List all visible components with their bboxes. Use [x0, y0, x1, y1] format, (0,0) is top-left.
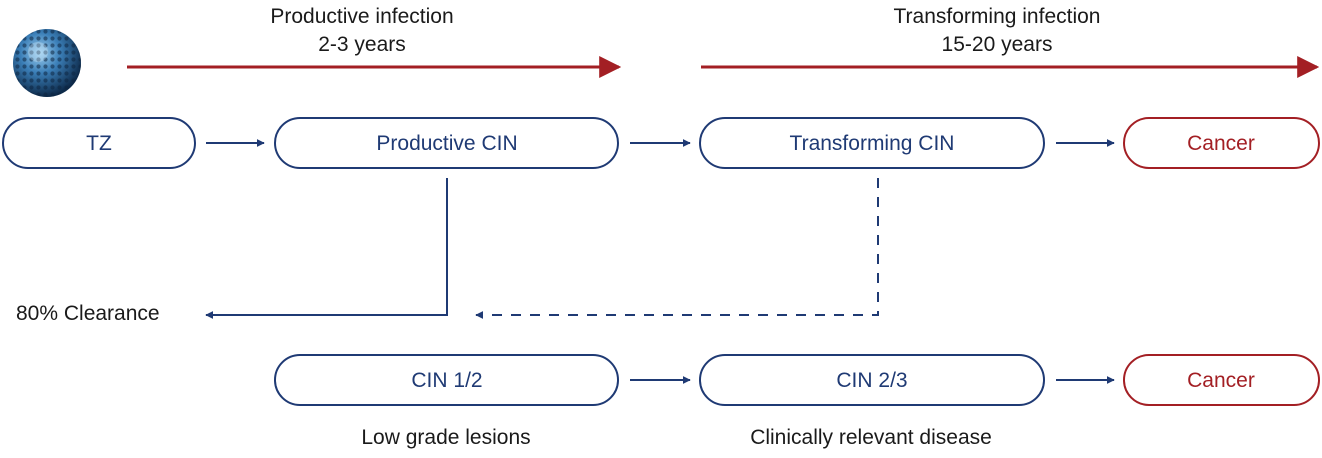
low-grade-caption: Low grade lesions [361, 426, 530, 449]
cancer-box-top: Cancer [1123, 117, 1320, 169]
transforming-cin-label: Transforming CIN [790, 132, 955, 155]
cin12-box: CIN 1/2 [274, 354, 619, 406]
transforming-infection-duration: 15-20 years [942, 33, 1053, 56]
cin23-label: CIN 2/3 [836, 369, 907, 392]
productive-infection-title: Productive infection [270, 5, 453, 28]
productive-cin-box: Productive CIN [274, 117, 619, 169]
productive-cin-label: Productive CIN [376, 132, 517, 155]
cin23-box: CIN 2/3 [699, 354, 1045, 406]
productive-infection-duration: 2-3 years [318, 33, 406, 56]
cin12-label: CIN 1/2 [411, 369, 482, 392]
transforming-regression-dashed-arrow [475, 178, 879, 319]
cancer-label-top: Cancer [1187, 132, 1255, 155]
productive-clearance-arrow [205, 178, 448, 319]
cancer-box-bottom: Cancer [1123, 354, 1320, 406]
transforming-infection-title: Transforming infection [894, 5, 1101, 28]
cancer-label-bottom: Cancer [1187, 369, 1255, 392]
clinically-relevant-caption: Clinically relevant disease [750, 426, 992, 449]
transforming-cin-box: Transforming CIN [699, 117, 1045, 169]
tz-box: TZ [2, 117, 196, 169]
clearance-label: 80% Clearance [16, 302, 160, 325]
virus-particle-icon [13, 29, 81, 97]
tz-label: TZ [86, 132, 112, 155]
